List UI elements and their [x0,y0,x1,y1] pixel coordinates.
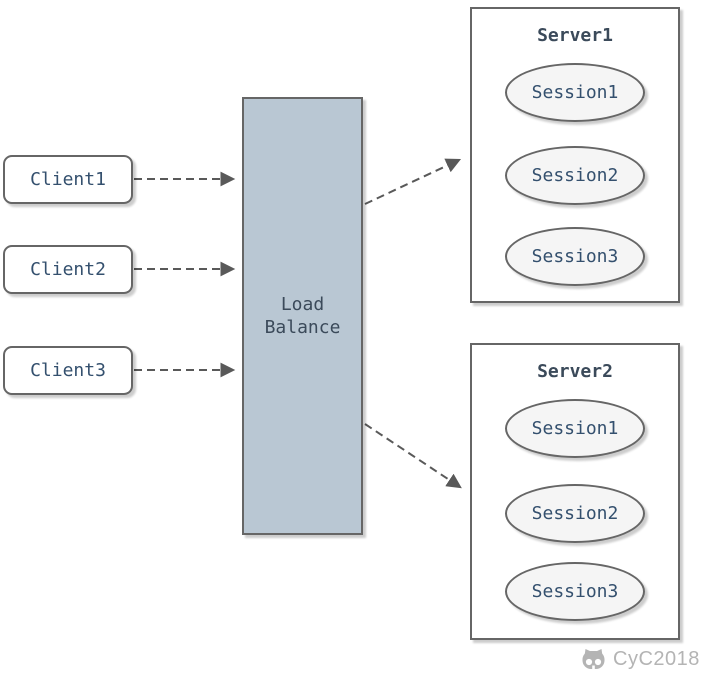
client2-label: Client2 [30,259,106,280]
server2-session2-node: Session2 [505,484,645,543]
server1-session1-node: Session1 [505,63,645,122]
load-balance-node: Load Balance [242,97,363,535]
server2-title: Server2 [537,361,613,382]
watermark: CyC2018 [580,648,700,671]
arrow-loadbalance-to-server2 [364,423,462,489]
server2-container: Server2 Session1 Session2 Session3 [470,343,680,640]
watermark-text: CyC2018 [613,648,700,670]
server1-session2-node: Session2 [505,146,645,205]
load-balance-label-line2: Balance [264,317,341,338]
client1-node: Client1 [3,155,133,204]
server1-session3-label: Session3 [531,246,619,267]
server1-title: Server1 [537,25,613,46]
server1-session3-node: Session3 [505,227,645,286]
server1-session2-label: Session2 [531,165,619,186]
server2-session1-label: Session1 [531,418,619,439]
client3-node: Client3 [3,346,133,395]
github-octocat-icon [582,649,605,669]
server2-session3-label: Session3 [531,581,619,602]
server2-session2-label: Session2 [531,503,619,524]
client1-label: Client1 [30,169,106,190]
client3-label: Client3 [30,360,106,381]
client2-node: Client2 [3,245,133,294]
server1-container: Server1 Session1 Session2 Session3 [470,7,680,303]
server2-session1-node: Session1 [505,399,645,458]
server2-session3-node: Session3 [505,562,645,621]
arrow-loadbalance-to-server1 [364,158,462,205]
load-balance-label-line1: Load [280,294,325,315]
server1-session1-label: Session1 [531,82,619,103]
